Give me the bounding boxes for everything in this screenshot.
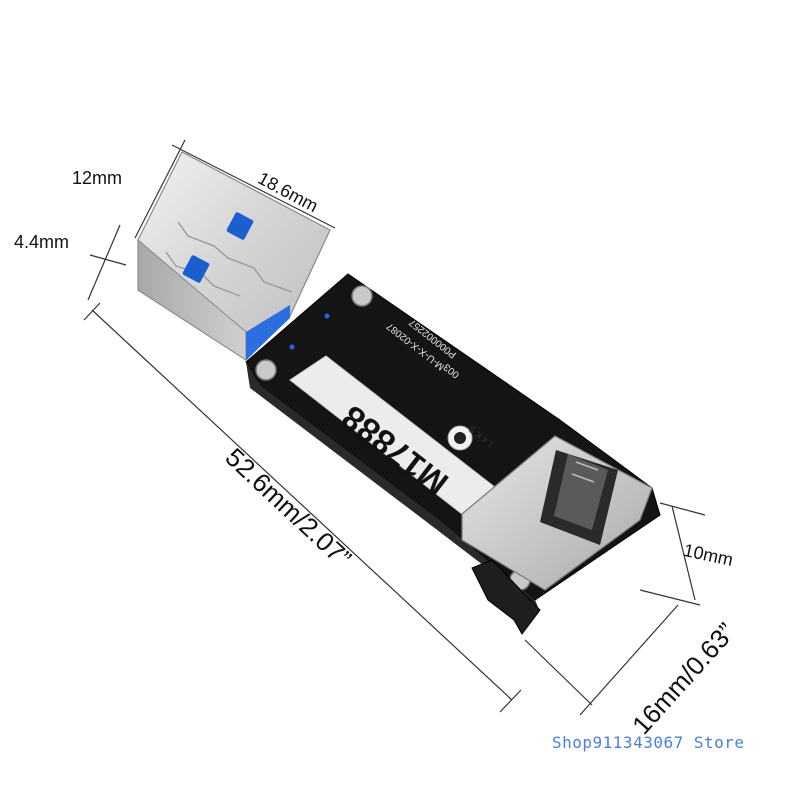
usb-blue-window-icon [182,255,210,283]
pcb-markings [447,425,473,451]
usb-plug [137,151,331,361]
sd-card-slot [461,435,653,635]
dimension-plug-thickness: 4.4mm [14,232,70,252]
usb-blue-window-icon [226,212,254,240]
store-watermark: Shop911343067 Store [552,733,745,752]
screw-pad-icon [351,285,373,307]
dimension-plug-height: 12mm [72,168,123,188]
dimension-lines [83,139,706,716]
screw-pad-icon [255,359,277,381]
